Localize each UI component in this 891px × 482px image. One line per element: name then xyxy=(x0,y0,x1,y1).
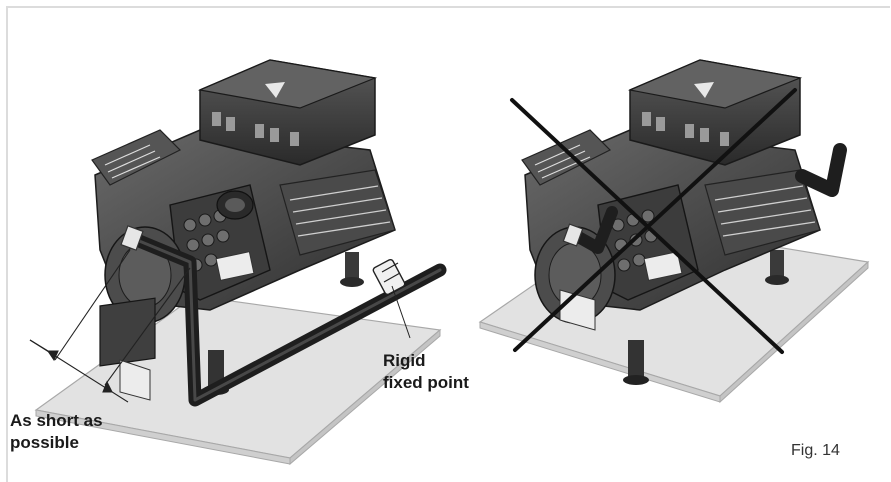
rigid-label-line2: fixed point xyxy=(383,373,469,392)
left-terminal-logo xyxy=(265,82,285,98)
figure-frame xyxy=(6,6,890,482)
right-stub-pipe-left xyxy=(569,206,618,254)
rigid-fixed-point-label: Rigid fixed point xyxy=(383,350,469,394)
pipe-clamp-icon xyxy=(372,258,406,296)
rigid-leader-line xyxy=(391,285,411,339)
dimension-arrow-icon xyxy=(29,249,191,403)
x-cross-icon xyxy=(510,88,797,354)
right-stub-pipe-right xyxy=(795,143,847,197)
right-compressor-illustration xyxy=(478,59,870,404)
figure-caption: Fig. 14 xyxy=(791,442,840,459)
rigid-label-line1: Rigid xyxy=(383,351,426,370)
short-label-line2: possible xyxy=(10,433,79,452)
right-terminal-logo xyxy=(694,82,714,98)
as-short-as-possible-label: As short as possible xyxy=(10,410,103,454)
left-compressor-illustration xyxy=(29,59,447,466)
short-label-line1: As short as xyxy=(10,411,103,430)
